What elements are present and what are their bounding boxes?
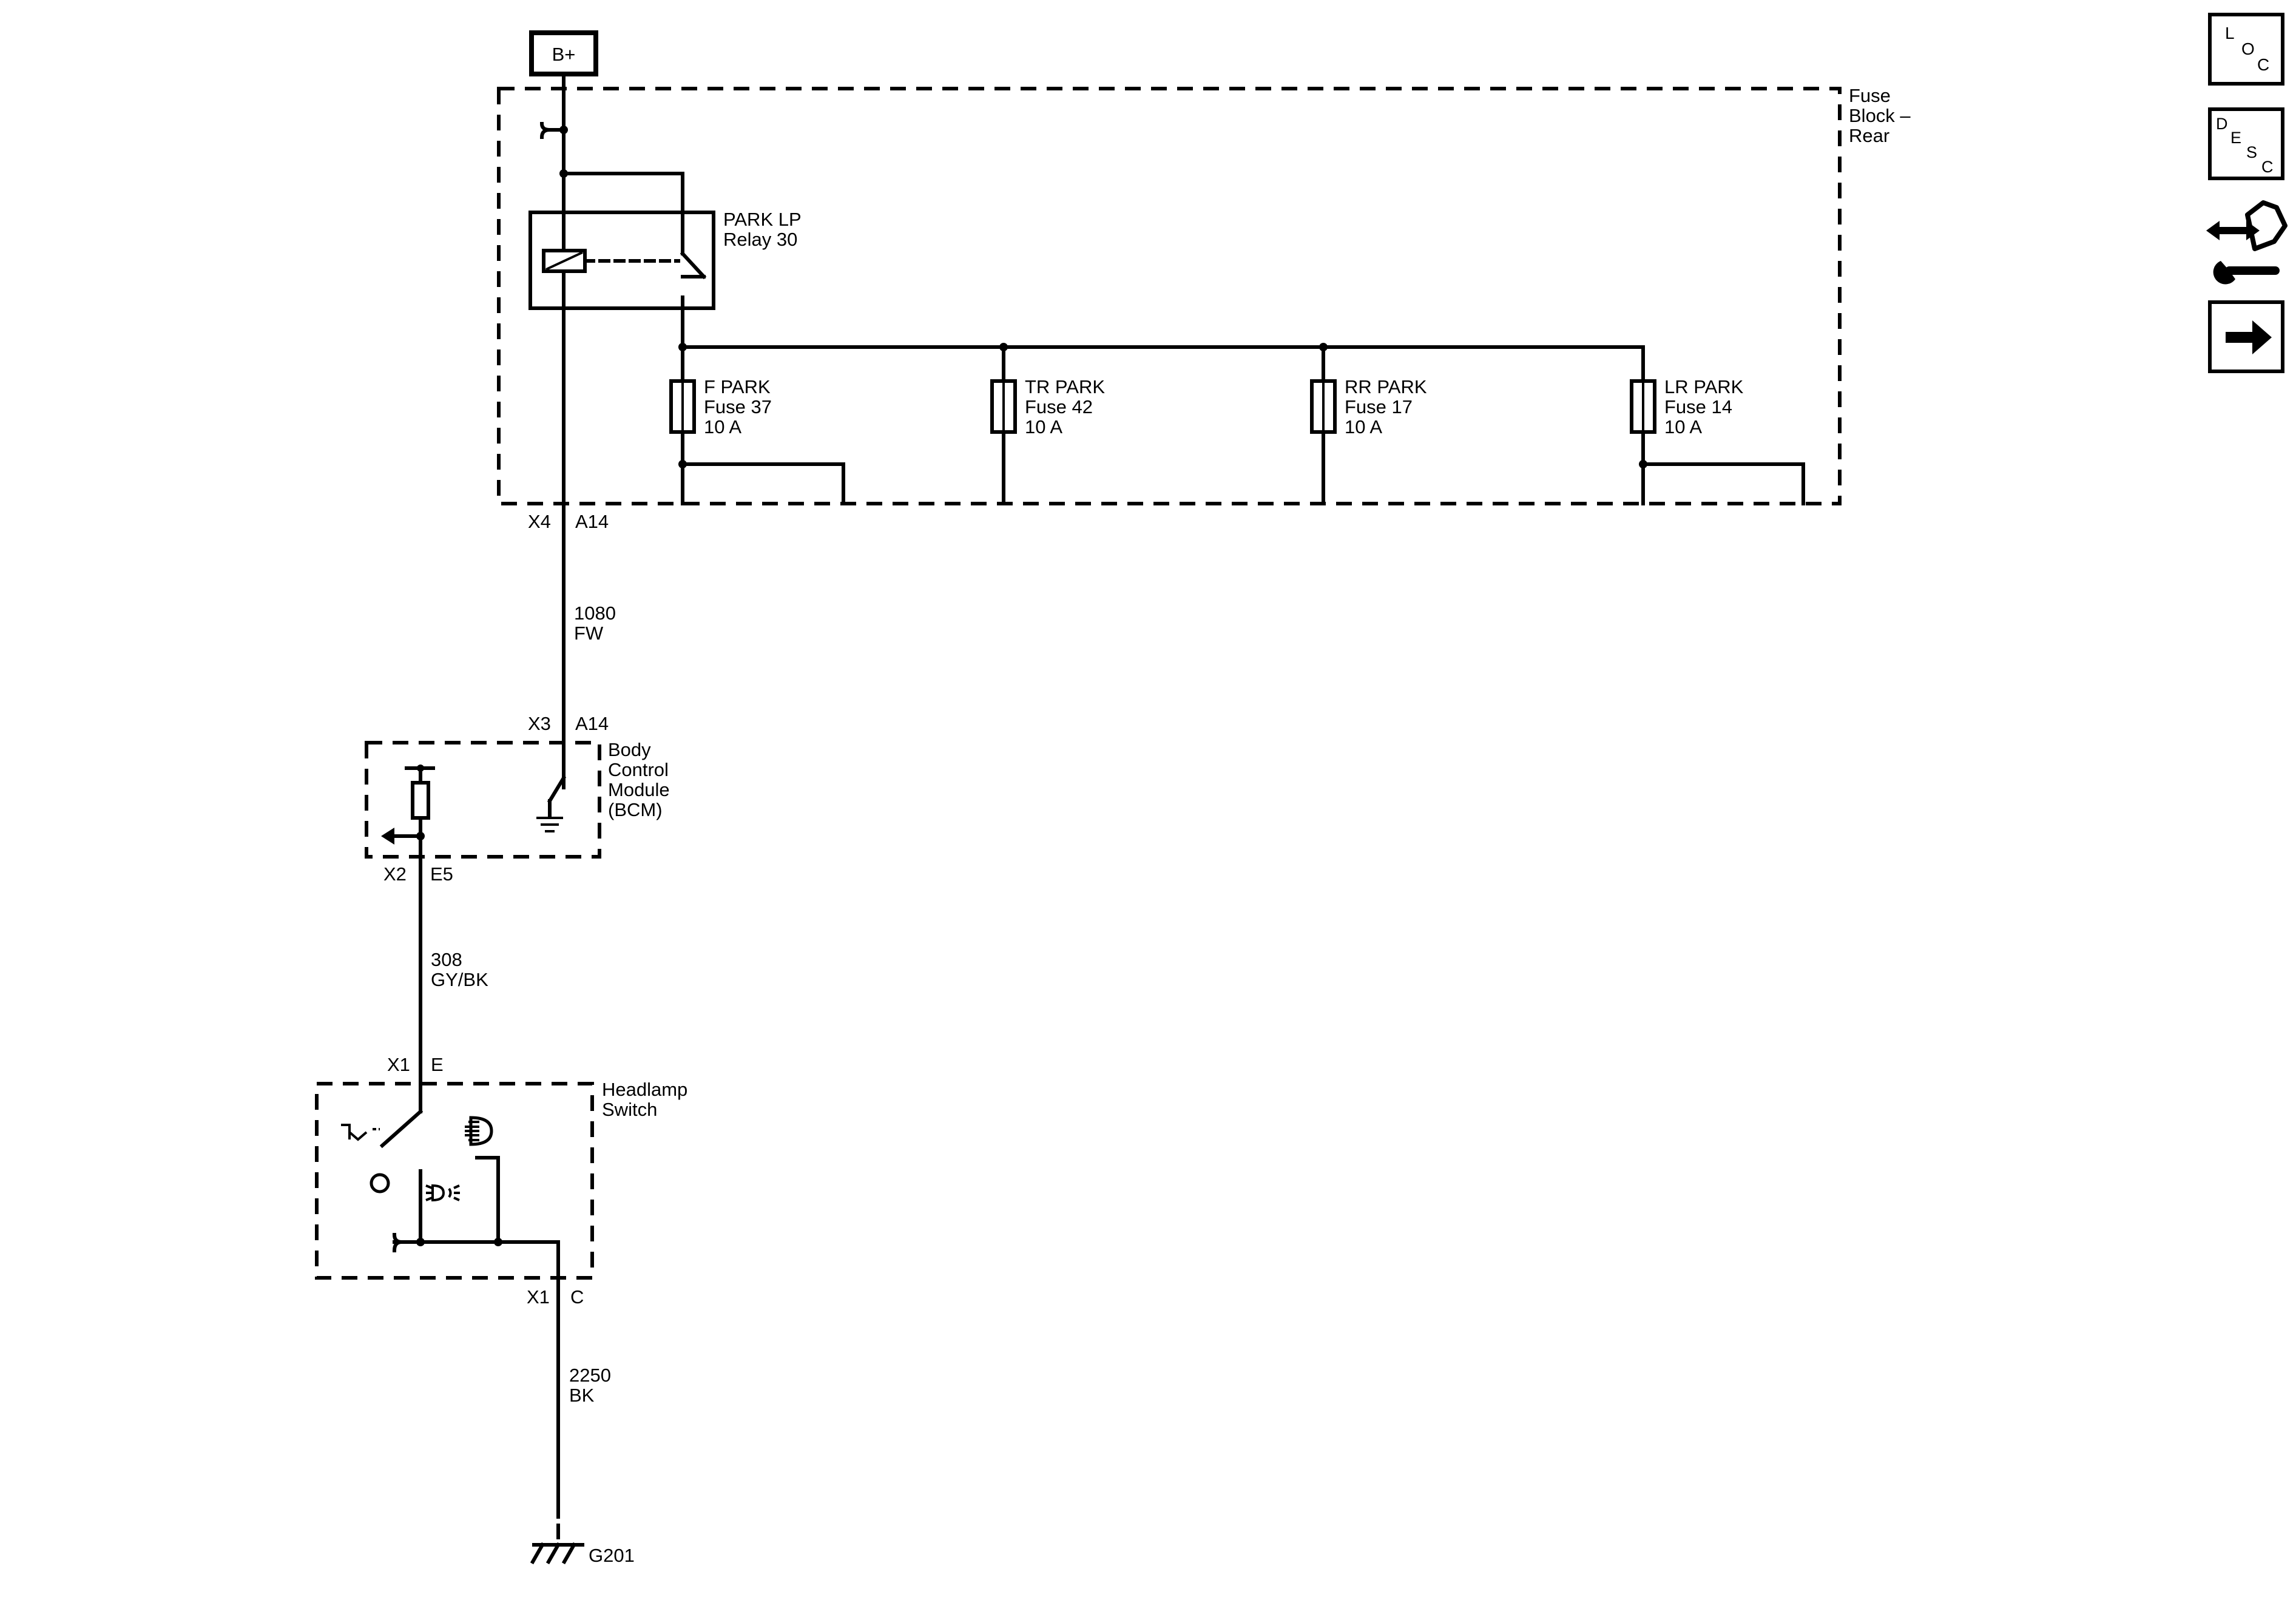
park-lamp-relay: PARK LP Relay 30	[528, 209, 802, 310]
wire-circuit: 1080	[574, 603, 616, 624]
wire-color: FW	[574, 623, 604, 644]
off-position-icon	[370, 1173, 390, 1193]
fuse-block-name: Fuse	[1849, 85, 1891, 106]
ground-g201: G201	[530, 1503, 635, 1566]
headlamp-switch-name: Switch	[602, 1099, 657, 1120]
desc-letter: C	[2261, 158, 2274, 176]
fuse-rating: 10 A	[704, 416, 741, 437]
fuse-f-park: F PARK Fuse 37 10 A	[669, 345, 845, 505]
connector-switch-out: X1 C	[527, 1276, 584, 1507]
bcm-outline	[365, 741, 601, 859]
connector-wrench-icon	[2206, 200, 2288, 285]
arrow-right-icon	[2252, 320, 2272, 354]
connector-pin: A14	[575, 511, 609, 532]
connector-info-button[interactable]	[2206, 200, 2288, 285]
fuse-name: F PARK	[704, 376, 771, 397]
connector-pin: C	[570, 1286, 584, 1308]
fuse-name: RR PARK	[1345, 376, 1427, 397]
main-feed-wire	[539, 72, 684, 789]
parking-lamp-icon	[431, 1184, 460, 1202]
bcm-name: Body	[608, 739, 651, 760]
wire-circuit: 308	[431, 949, 462, 970]
connector-pin: A14	[575, 713, 609, 734]
bcm-name: (BCM)	[608, 799, 663, 820]
fuse-id: Fuse 14	[1664, 396, 1732, 417]
splice-pack-icon	[539, 121, 566, 140]
connector-id: X1	[527, 1286, 550, 1308]
loc-letter: O	[2241, 39, 2255, 58]
headlamp-switch-outline	[315, 1082, 594, 1280]
fuse-id: Fuse 42	[1025, 396, 1093, 417]
fuse-rating: 10 A	[1025, 416, 1062, 437]
fuse-lr-park: LR PARK Fuse 14 10 A	[1630, 345, 1805, 505]
relay-coil-slash	[545, 251, 583, 271]
connector-id: X1	[387, 1054, 410, 1075]
wire-308: 308 GY/BK	[431, 949, 488, 990]
relay-name: PARK LP	[723, 209, 802, 230]
wire-circuit: 2250	[569, 1365, 611, 1386]
fuse-block-name: Block –	[1849, 105, 1911, 126]
desc-letter: S	[2246, 143, 2257, 161]
location-button[interactable]: L O C	[2208, 13, 2284, 86]
fuse-rating: 10 A	[1664, 416, 1702, 437]
connector-id: X2	[383, 863, 407, 885]
fuse-name: TR PARK	[1025, 376, 1105, 397]
fuse-block-name: Rear	[1849, 125, 1889, 146]
connector-pin: E5	[430, 863, 453, 885]
relay-id: Relay 30	[723, 229, 797, 250]
relay-output-bus	[678, 275, 1645, 351]
splice-dot	[494, 1238, 502, 1246]
splice-dot	[416, 1238, 425, 1246]
battery-label: B+	[552, 44, 576, 65]
fuse-name: LR PARK	[1664, 376, 1744, 397]
splice-pack-icon	[392, 1232, 404, 1253]
next-page-button[interactable]	[2208, 300, 2284, 373]
connector-pin: E	[431, 1054, 444, 1075]
bcm-name: Module	[608, 779, 670, 800]
headlamp-switch-name: Headlamp	[602, 1079, 687, 1100]
wire-1080: 1080 FW	[574, 603, 616, 644]
bcm-switch-icon	[547, 775, 567, 804]
wire-color: BK	[569, 1385, 595, 1406]
auto-lamp-icon	[341, 1124, 368, 1141]
relay-contact-icon	[680, 251, 707, 280]
description-button[interactable]: D E S C	[2208, 107, 2284, 180]
bcm-name: Control	[608, 759, 669, 780]
fuse-block-outline	[497, 87, 1842, 505]
switch-blade-icon	[379, 1109, 424, 1149]
connector-bcm-out: X2 E5	[383, 855, 453, 1085]
desc-letter: D	[2216, 115, 2228, 133]
relay-box	[528, 211, 715, 310]
fuse-rating: 10 A	[1345, 416, 1382, 437]
desc-letter: E	[2230, 129, 2241, 147]
wire-2250: 2250 BK	[569, 1365, 611, 1406]
battery-supply: B+	[529, 30, 598, 76]
fuse-id: Fuse 17	[1345, 396, 1413, 417]
resistor-icon	[411, 781, 430, 820]
loc-letter: C	[2257, 55, 2269, 74]
fuse-rr-park: RR PARK Fuse 17 10 A	[1310, 345, 1427, 505]
input-arrow-icon	[381, 828, 394, 845]
wire-color: GY/BK	[431, 969, 488, 990]
fuse-block-rear: Fuse Block – Rear	[497, 85, 1911, 505]
body-control-module: X3 A14 Body Control Module (BCM)	[365, 713, 670, 859]
fuse-tr-park: TR PARK Fuse 42 10 A	[990, 345, 1105, 505]
connector-id: X4	[528, 511, 551, 532]
headlamp-switch: X1 E Headlamp Switch	[315, 1054, 687, 1280]
ground-label: G201	[589, 1545, 635, 1566]
headlamp-icon	[469, 1116, 493, 1146]
connector-id: X3	[528, 713, 551, 734]
fuse-id: Fuse 37	[704, 396, 772, 417]
connector-fuse-block-out: X4 A14	[528, 511, 609, 532]
loc-letter: L	[2225, 24, 2235, 42]
